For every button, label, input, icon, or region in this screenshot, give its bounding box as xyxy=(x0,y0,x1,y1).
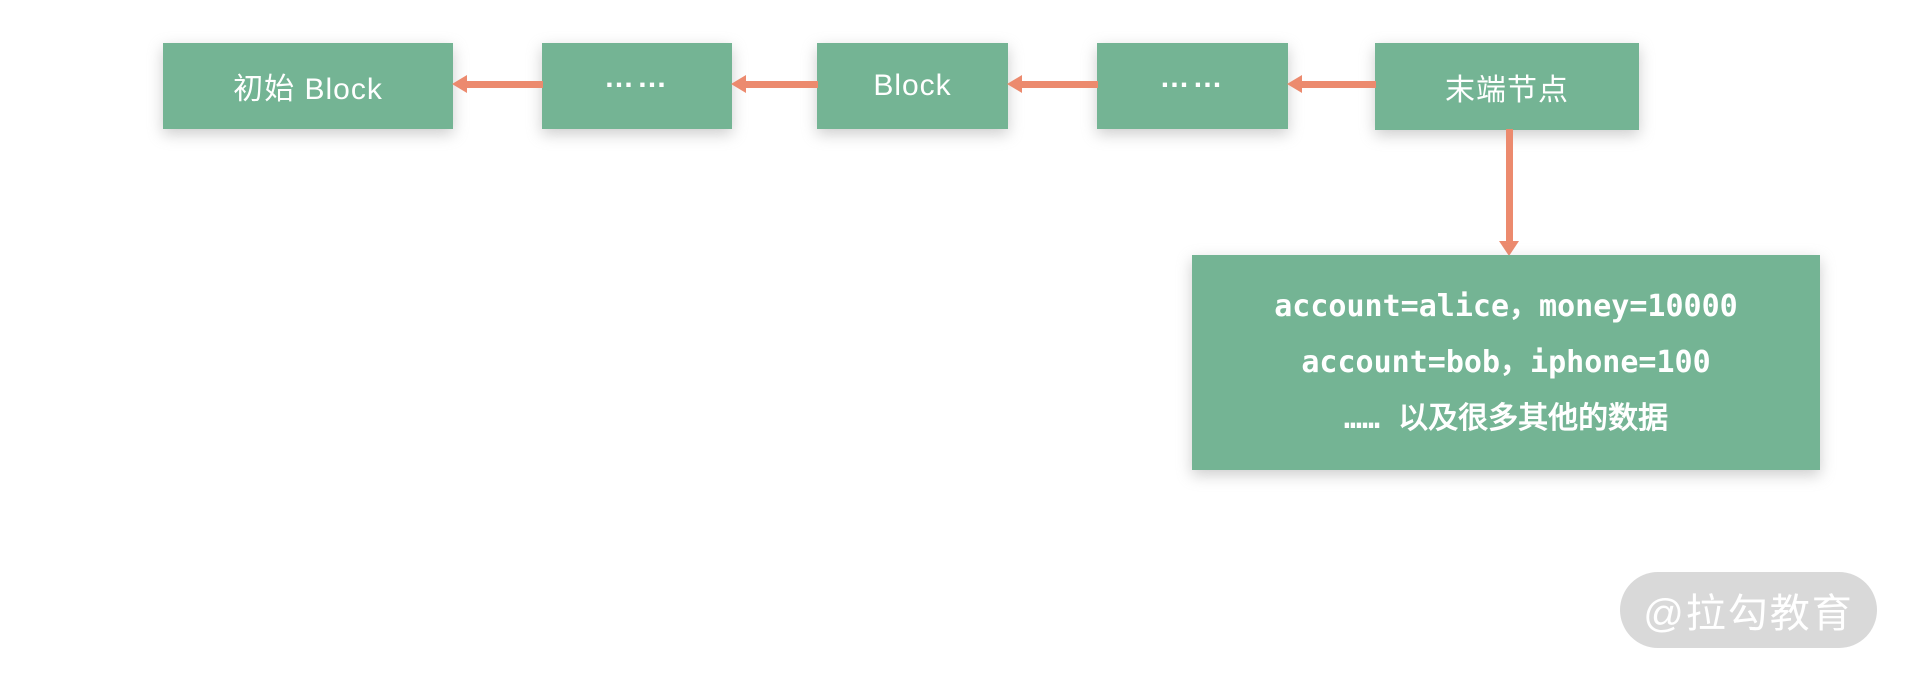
arrow-left-2-icon xyxy=(731,75,818,93)
arrow-down-icon xyxy=(1499,129,1519,256)
data-line-2: account=bob，iphone=100 xyxy=(1301,344,1711,380)
watermark-badge: @拉勾教育 xyxy=(1620,572,1877,648)
tail-node-data-box: account=alice，money=10000 account=bob，ip… xyxy=(1192,255,1820,470)
arrow-stem xyxy=(746,80,818,88)
arrow-left-4-icon xyxy=(1287,75,1376,93)
arrow-stem xyxy=(1022,80,1098,88)
arrowhead-left-icon xyxy=(452,75,467,93)
node-block-label: Block xyxy=(873,69,952,102)
node-ellipsis-1-label: …… xyxy=(604,60,670,94)
node-genesis-block-label: 初始 Block xyxy=(233,73,383,106)
node-block: Block xyxy=(817,43,1008,129)
arrowhead-left-icon xyxy=(1007,75,1022,93)
node-ellipsis-2: …… xyxy=(1097,43,1288,129)
arrowhead-left-icon xyxy=(1287,75,1302,93)
arrow-left-1-icon xyxy=(452,75,543,93)
arrow-stem xyxy=(1302,80,1376,88)
arrow-stem xyxy=(1505,129,1513,241)
data-line-3: …… 以及很多其他的数据 xyxy=(1343,400,1669,436)
node-ellipsis-1: …… xyxy=(542,43,732,129)
node-tail-label: 末端节点 xyxy=(1445,73,1569,107)
node-ellipsis-2-label: …… xyxy=(1159,60,1226,94)
arrowhead-left-icon xyxy=(731,75,746,93)
arrowhead-down-icon xyxy=(1499,241,1519,256)
arrow-stem xyxy=(467,80,543,88)
watermark-label: @拉勾教育 xyxy=(1643,592,1854,636)
arrow-left-3-icon xyxy=(1007,75,1098,93)
data-line-1: account=alice，money=10000 xyxy=(1274,288,1738,324)
node-genesis-block: 初始 Block xyxy=(163,43,453,129)
node-tail: 末端节点 xyxy=(1375,43,1639,130)
